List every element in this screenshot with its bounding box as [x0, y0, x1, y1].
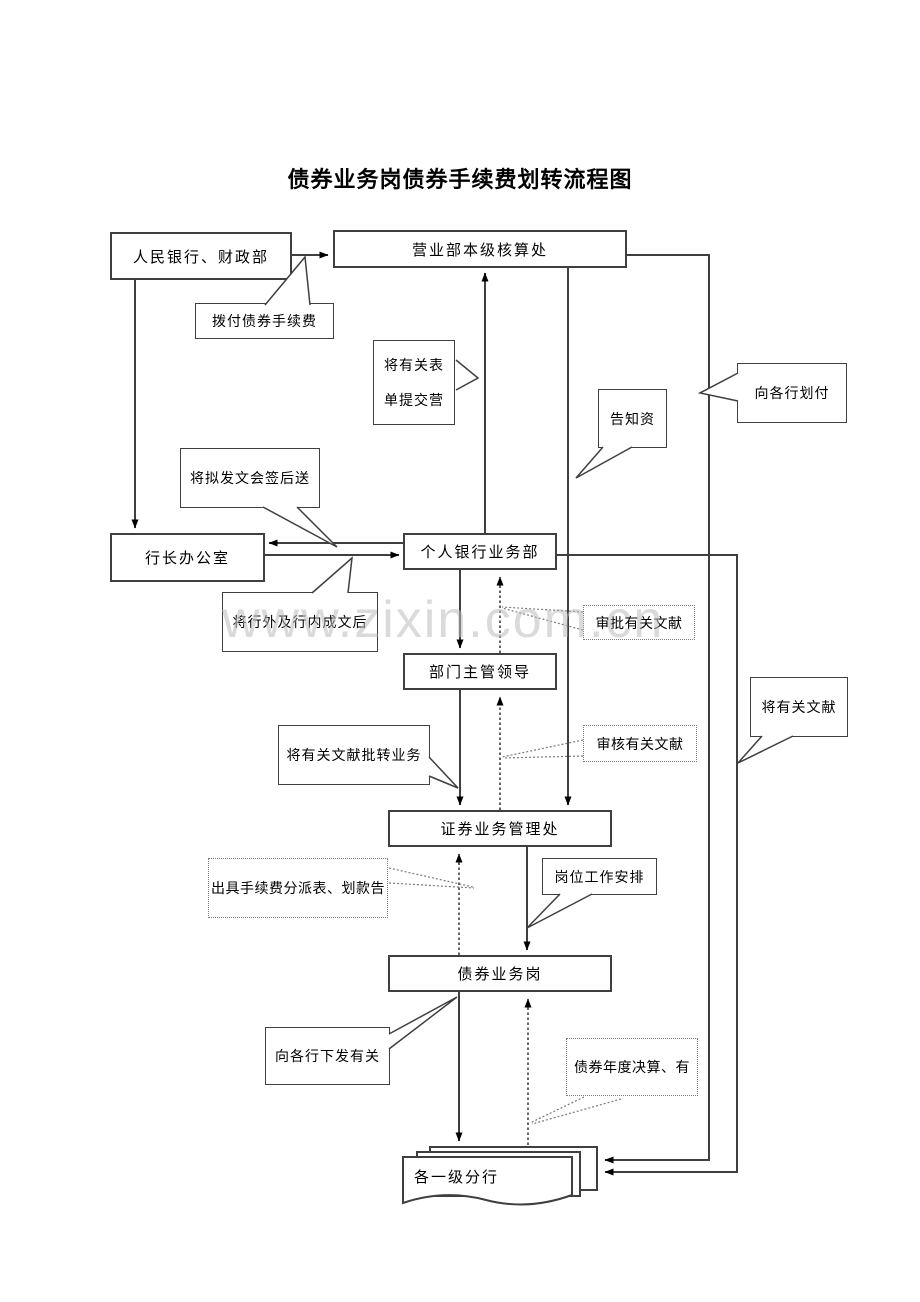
node-president-office: 行长办公室 — [110, 533, 265, 582]
node-dept-head: 部门主管领导 — [403, 653, 557, 690]
callout-submit-forms: 将有关表 单提交营 — [373, 340, 455, 425]
dotted-beak-review-docs-2 — [503, 755, 584, 759]
beak-transfer-to-branches — [697, 372, 739, 402]
callout-transfer-to-each-branch: 向各行划付 — [737, 363, 847, 423]
dotted-beak-fee-table-2 — [388, 882, 475, 889]
beak-work-arrangement — [526, 893, 593, 929]
dotted-beak-fee-table-1 — [388, 867, 474, 888]
note-label: 审核有关文献 — [596, 735, 684, 752]
note-label: 审批有关文献 — [595, 614, 683, 631]
callout-related-documents: 将有关文献 — [750, 677, 848, 737]
callout-label: 将拟发文会签后送 — [190, 470, 310, 486]
node-label: 行长办公室 — [144, 550, 230, 567]
callout-allocate-bond-fee: 拨付债券手续费 — [195, 303, 334, 339]
callout-label: 将有关文献批转业务 — [286, 747, 422, 763]
beak-notify-funds — [575, 446, 633, 479]
callout-label: 岗位工作安排 — [554, 868, 645, 885]
callout-label: 向各行下发有关 — [275, 1048, 380, 1064]
node-label: 证券业务管理处 — [440, 821, 560, 838]
dotted-beak-annual-settlement-1 — [529, 1096, 585, 1124]
callout-issue-to-branches: 向各行下发有关 — [265, 1027, 390, 1085]
dotted-beak-approve-docs-2 — [501, 607, 584, 631]
callout-label-line1: 将有关表 — [384, 357, 444, 374]
callout-finalized-documents: 将行外及行内成文后 — [222, 592, 378, 652]
node-peoples-bank-finance-ministry: 人民银行、财政部 — [110, 232, 292, 280]
node-personal-banking-dept: 个人银行业务部 — [403, 533, 557, 570]
dotted-beak-annual-settlement-2 — [531, 1098, 622, 1125]
callout-post-work-arrangement: 岗位工作安排 — [542, 858, 657, 895]
callout-label: 向各行划付 — [754, 385, 830, 401]
callout-label: 拨付债券手续费 — [212, 313, 317, 329]
node-label: 人民银行、财政部 — [132, 248, 269, 266]
beak-submit-forms — [455, 359, 480, 391]
callout-notify-funds: 告知资 — [598, 389, 667, 448]
dotted-beak-review-docs-1 — [501, 739, 584, 758]
note-label: 债券年度决算、有 — [574, 1059, 690, 1075]
note-bond-annual-settlement: 债券年度决算、有 — [566, 1038, 698, 1096]
callout-label: 告知资 — [610, 410, 655, 427]
node-label: 个人银行业务部 — [420, 544, 540, 561]
callout-label-line2: 单提交营 — [384, 391, 444, 408]
dotted-beak-approve-docs-1 — [501, 606, 584, 613]
node-label: 部门主管领导 — [428, 664, 531, 681]
page-title: 债券业务岗债券手续费划转流程图 — [287, 167, 633, 192]
note-review-documents: 审核有关文献 — [583, 725, 697, 762]
node-business-dept-accounting-office: 营业部本级核算处 — [333, 230, 627, 268]
node-first-level-branches: 各一级分行 — [414, 1169, 500, 1186]
beak-finalized-docs — [311, 556, 353, 594]
beak-issue-to-branches — [388, 996, 458, 1050]
note-issue-fee-distribution-table: 出具手续费分派表、划款告 — [208, 858, 388, 918]
callout-forward-documents: 将有关文献批转业务 — [278, 725, 430, 785]
node-label: 债券业务岗 — [457, 966, 543, 983]
note-label: 出具手续费分派表、划款告 — [211, 880, 385, 896]
note-approve-documents: 审批有关文献 — [583, 605, 695, 640]
callout-label: 将行外及行内成文后 — [232, 614, 368, 630]
node-label: 营业部本级核算处 — [411, 241, 548, 259]
node-securities-business-mgmt-office: 证券业务管理处 — [388, 810, 612, 847]
node-bond-business-post: 债券业务岗 — [388, 955, 612, 992]
callout-countersign-draft: 将拟发文会签后送 — [180, 448, 320, 508]
beak-countersign — [262, 506, 338, 548]
callout-label: 将有关文献 — [761, 699, 837, 715]
beak-related-docs — [737, 735, 794, 764]
beak-forward-docs — [428, 756, 459, 789]
